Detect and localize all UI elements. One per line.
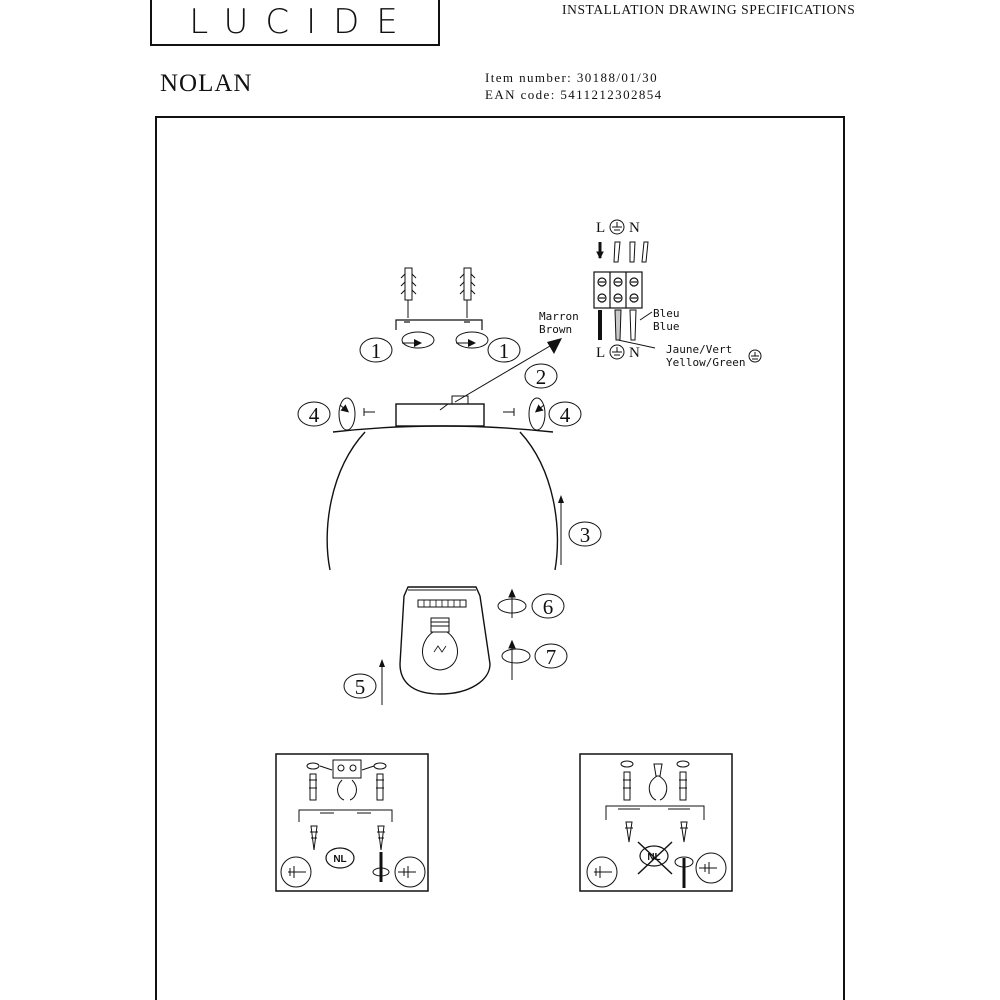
wall-plugs	[400, 267, 476, 318]
ceiling-canopy	[395, 395, 485, 427]
wire-blue-fr: Bleu	[653, 307, 680, 320]
step-number-1-right: 1	[499, 339, 510, 363]
step-marker-5: 5	[343, 673, 377, 699]
step-marker-6: 6	[531, 593, 565, 619]
spec-title: INSTALLATION DRAWING SPECIFICATIONS	[562, 2, 856, 17]
light-bulb-icon	[422, 617, 458, 671]
badge-left-text: NL	[333, 854, 346, 865]
side-screw-left-icon	[363, 408, 375, 416]
step-number-4-left: 4	[309, 403, 320, 427]
brand-logo-text: LUCIDE	[189, 2, 415, 42]
ean-code: EAN code: 5411212302854	[485, 87, 663, 102]
step-number-3: 3	[580, 523, 591, 547]
lamp-shade	[326, 425, 559, 571]
step-marker-4-left: 4	[297, 401, 331, 427]
step-number-2: 2	[536, 365, 547, 389]
step-marker-2: 2	[524, 363, 558, 389]
side-screw-right-icon	[503, 408, 515, 416]
lift-arrow-step-3	[558, 495, 564, 565]
wire-brown-fr: Marron	[539, 310, 579, 323]
earth-symbol-top	[609, 219, 625, 235]
glass-diffuser	[399, 586, 491, 695]
item-number: Item number: 30188/01/30	[485, 70, 658, 85]
detail-box-right: NL	[579, 753, 733, 892]
step-marker-4-right: 4	[548, 401, 582, 427]
rotate-arrow-step-7	[501, 639, 531, 680]
step-marker-3: 3	[568, 521, 602, 547]
connect-arrow-step-2	[454, 338, 562, 403]
wire-label-bottom-n: N	[629, 345, 640, 361]
step-marker-1-right: 1	[487, 337, 521, 363]
prohibited-cross-icon	[637, 841, 673, 875]
step-number-7: 7	[546, 645, 557, 669]
step-number-5: 5	[355, 675, 366, 699]
wire-brown-en: Brown	[539, 323, 572, 336]
brand-logo: LUCIDE	[150, 0, 440, 46]
rotate-arrow-step-1-right	[455, 331, 489, 349]
wire-label-top-n: N	[629, 220, 640, 236]
wire-blue-en: Blue	[653, 320, 680, 333]
drawing-frame	[155, 116, 845, 1000]
step-number-1-left: 1	[371, 339, 382, 363]
rotate-arrow-step-4-left	[338, 397, 356, 431]
mounting-bracket	[395, 319, 483, 330]
earth-symbol-bottom	[609, 344, 625, 360]
step-number-6: 6	[543, 595, 554, 619]
step-marker-1-left: 1	[359, 337, 393, 363]
step-marker-7: 7	[534, 643, 568, 669]
detail-box-left: NL	[275, 753, 429, 892]
wire-earth-en: Yellow/Green	[666, 356, 745, 369]
terminal-block	[593, 271, 643, 309]
wire-label-bottom-l: L	[596, 345, 605, 361]
wiring-diagram: L N	[539, 219, 762, 369]
rotate-arrow-step-1-left	[401, 331, 435, 349]
earth-symbol-side	[748, 349, 762, 363]
wire-earth-fr: Jaune/Vert	[666, 343, 732, 356]
lift-arrow-step-5	[379, 659, 385, 705]
rotate-arrow-step-4-right	[528, 397, 546, 431]
rotate-arrow-step-6	[497, 588, 527, 618]
wire-label-top-l: L	[596, 220, 605, 236]
step-number-4-right: 4	[560, 403, 571, 427]
product-name: NOLAN	[160, 70, 253, 97]
